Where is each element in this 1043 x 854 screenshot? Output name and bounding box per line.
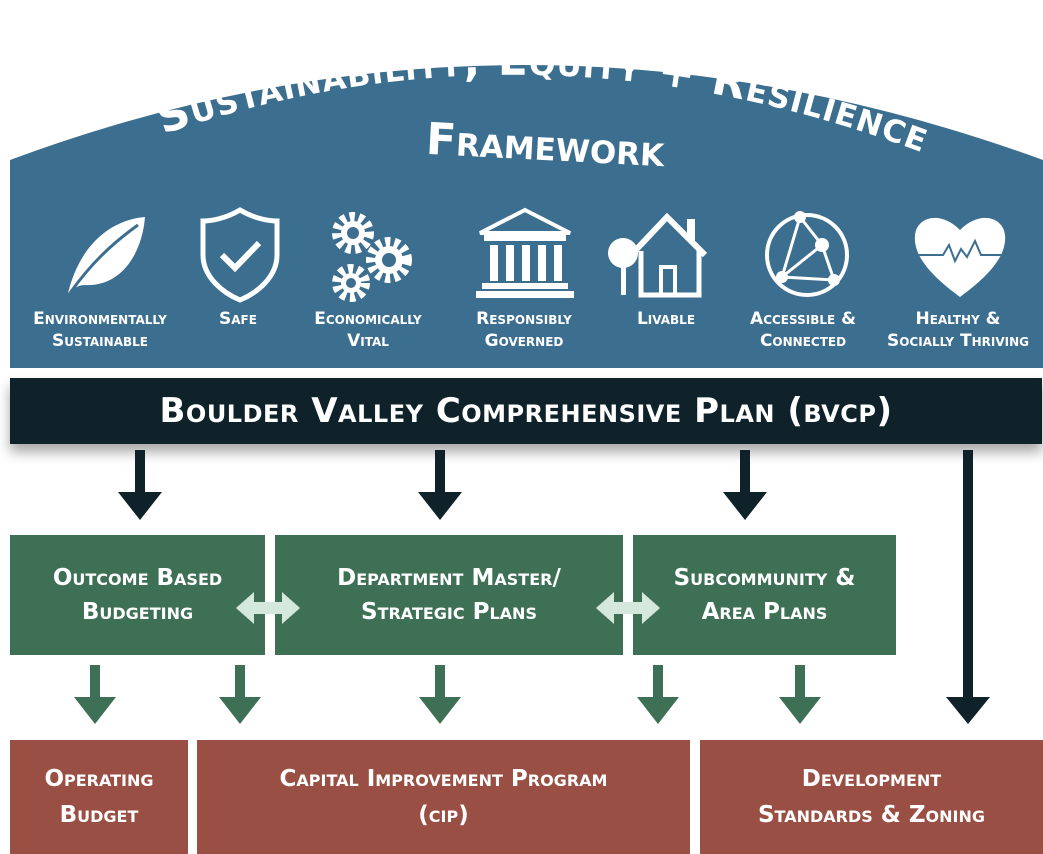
arrow-bvcp-to-zoning — [946, 450, 990, 724]
framework-title-line2: Framework — [425, 114, 667, 177]
house-tree-icon — [605, 205, 715, 305]
pillar-label-safe: Safe — [219, 309, 257, 329]
arrow-subcommunity-to-zoning — [779, 665, 821, 724]
shield-check-icon — [185, 205, 295, 305]
network-icon — [752, 205, 862, 305]
arrow-bvcp-to-budgeting — [118, 450, 162, 520]
gears-icon — [313, 205, 423, 305]
pillar-label-healthy-socially-thriving: Healthy &Socially Thriving — [886, 309, 1030, 351]
leaf-icon — [50, 205, 160, 305]
arrow-budgeting-to-cip — [219, 665, 261, 724]
output-box-capital-improvement-program: Capital Improvement Program(cip) — [197, 740, 690, 854]
arrow-bvcp-to-subcommunity — [723, 450, 767, 520]
heart-pulse-icon — [905, 205, 1015, 305]
pillar-label-livable: Livable — [636, 309, 696, 329]
bvcp-banner: Boulder Valley Comprehensive Plan (bvcp) — [10, 378, 1042, 444]
government-building-icon — [470, 205, 580, 305]
plan-box-subcommunity-area-plans: Subcommunity &Area Plans — [633, 535, 896, 655]
arrow-bvcp-to-master-plans — [418, 450, 462, 520]
framework-dome: Sustainability, Equity + Resilience Fram… — [10, 35, 1043, 368]
arrow-subcommunity-to-cip — [637, 665, 679, 724]
arrow-budgeting-to-operating — [74, 665, 116, 724]
pillar-label-accessible-connected: Accessible &Connected — [750, 309, 856, 351]
plan-box-department-master-plans: Department Master/Strategic Plans — [275, 535, 623, 655]
arrow-master-plans-to-cip — [419, 665, 461, 724]
